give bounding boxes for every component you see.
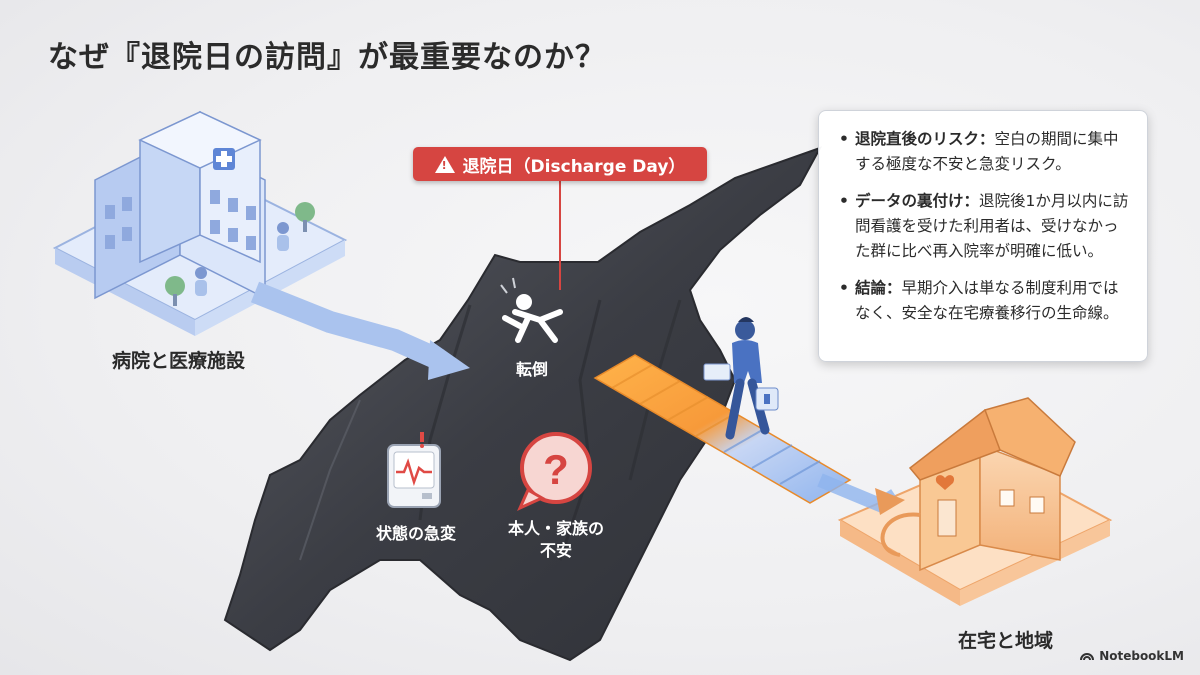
home-label: 在宅と地域 xyxy=(958,630,1054,652)
risk-anxiety-label: 本人・家族の 不安 xyxy=(508,518,604,562)
heart-monitor-icon xyxy=(387,432,441,508)
info-item-text: 空白の期間に集中する極度な不安と急変リスク。 xyxy=(855,130,1119,173)
discharge-day-banner: ! 退院日（Discharge Day） xyxy=(413,147,707,181)
info-item: 退院直後のリスク：空白の期間に集中する極度な不安と急変リスク。 xyxy=(839,127,1131,177)
risk-anxiety-line2: 不安 xyxy=(540,541,573,560)
info-item-heading: 結論： xyxy=(855,279,902,297)
question-bubble-icon: ? xyxy=(517,432,592,511)
risk-fall-label: 転倒 xyxy=(516,360,549,379)
info-item-heading: データの裏付け： xyxy=(855,192,980,210)
risk-condition-label: 状態の急変 xyxy=(376,524,457,543)
info-item-heading: 退院直後のリスク： xyxy=(855,130,995,148)
discharge-day-label: 退院日（Discharge Day） xyxy=(462,156,686,177)
brand-watermark: NotebookLM xyxy=(1080,649,1184,663)
info-box: 退院直後のリスク：空白の期間に集中する極度な不安と急変リスク。 データの裏付け：… xyxy=(818,110,1148,362)
hospital-label: 病院と医療施設 xyxy=(112,350,246,372)
notebooklm-logo-icon xyxy=(1080,653,1095,661)
brand-name: NotebookLM xyxy=(1099,649,1184,663)
page-title: なぜ『退院日の訪問』が最重要なのか？ xyxy=(48,40,606,75)
nurse-figure xyxy=(703,317,779,440)
info-item: データの裏付け：退院後1か月以内に訪問看護を受けた利用者は、受けなかった群に比べ… xyxy=(839,189,1131,264)
info-item-text: 早期介入は単なる制度利用ではなく、安全な在宅療養移行の生命線。 xyxy=(855,279,1119,322)
risk-anxiety-line1: 本人・家族の xyxy=(508,519,605,538)
house-icon xyxy=(837,397,1113,606)
svg-text:?: ? xyxy=(543,446,569,493)
chasm xyxy=(223,146,823,662)
info-item-text: 退院後1か月以内に訪問看護を受けた利用者は、受けなかった群に比べ再入院率が明確に… xyxy=(855,192,1129,260)
falling-person-icon xyxy=(500,277,563,343)
hospital-path-arrow xyxy=(250,281,445,371)
info-item: 結論：早期介入は単なる制度利用ではなく、安全な在宅療養移行の生命線。 xyxy=(839,276,1131,326)
warning-icon: ! xyxy=(434,155,455,173)
bridge xyxy=(593,354,905,515)
hospital-building-icon xyxy=(52,110,348,336)
